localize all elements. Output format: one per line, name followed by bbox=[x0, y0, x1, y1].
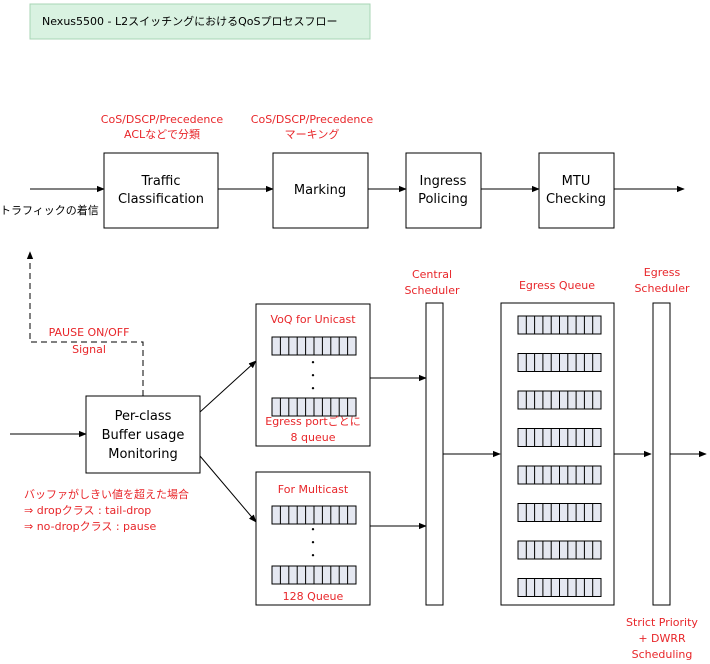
arrow-monitor-multicast bbox=[199, 455, 257, 523]
classification-note-1: CoS/DSCP/Precedence bbox=[101, 113, 224, 126]
multicast-queue-bottom bbox=[271, 565, 357, 585]
unicast-dots-3: ・ bbox=[308, 382, 319, 395]
unicast-dots-1: ・ bbox=[308, 356, 319, 369]
pause-note-1: PAUSE ON/OFF bbox=[49, 326, 130, 339]
egress-queues bbox=[517, 315, 602, 597]
traffic-classification-box bbox=[103, 152, 219, 229]
buffer-note-2: ⇒ dropクラス : tail-drop bbox=[24, 504, 151, 517]
monitoring-box bbox=[85, 395, 201, 474]
marking-box bbox=[272, 152, 369, 229]
ingress-policing-box bbox=[405, 152, 482, 229]
strict-note-2: + DWRR bbox=[638, 632, 686, 645]
traffic-classification-line1: Traffic bbox=[140, 174, 180, 189]
title-banner bbox=[29, 3, 371, 40]
egress-scheduler-label-1: Egress bbox=[644, 266, 681, 279]
marking-label: Marking bbox=[294, 183, 346, 198]
ingress-policing-line2: Policing bbox=[418, 192, 468, 207]
monitoring-line1: Per-class bbox=[115, 409, 172, 424]
multicast-dots-2: ・ bbox=[308, 536, 319, 549]
egress-queue-box bbox=[500, 302, 615, 606]
unicast-queue-top bbox=[271, 336, 357, 356]
monitoring-line2: Buffer usage bbox=[102, 428, 185, 443]
input-label: トラフィックの着信 bbox=[0, 203, 99, 217]
multicast-dots-1: ・ bbox=[308, 523, 319, 536]
monitoring-line3: Monitoring bbox=[108, 447, 178, 462]
voq-multicast-title: For Multicast bbox=[278, 483, 349, 496]
voq-unicast-box bbox=[255, 303, 371, 447]
central-scheduler-label-1: Central bbox=[412, 268, 452, 281]
strict-note-1: Strict Priority bbox=[626, 616, 698, 629]
mtu-checking-line1: MTU bbox=[562, 174, 591, 189]
voq-note-2: 8 queue bbox=[291, 431, 336, 444]
central-scheduler-bar bbox=[425, 302, 444, 606]
multicast-queue-top bbox=[271, 505, 357, 525]
pause-signal-path bbox=[26, 251, 144, 396]
traffic-classification-line2: Classification bbox=[118, 192, 204, 207]
unicast-dots-2: ・ bbox=[308, 369, 319, 382]
buffer-note-1: バッファがしきい値を超えた場合 bbox=[24, 487, 189, 501]
voq-note-1: Egress portごとに bbox=[265, 414, 361, 428]
voq-unicast-title: VoQ for Unicast bbox=[270, 313, 356, 326]
marking-note-2: マーキング bbox=[285, 127, 340, 141]
multicast-dots-3: ・ bbox=[308, 549, 319, 562]
unicast-queue-bottom bbox=[271, 397, 357, 417]
egress-queue-title: Egress Queue bbox=[519, 279, 595, 292]
arrow-monitor-unicast bbox=[199, 360, 257, 413]
pause-note-2: Signal bbox=[72, 343, 106, 356]
mtu-checking-line2: Checking bbox=[546, 192, 606, 207]
classification-note-2: ACLなどで分類 bbox=[124, 128, 200, 141]
egress-scheduler-label-2: Scheduler bbox=[634, 282, 690, 295]
strict-note-3: Scheduling bbox=[632, 648, 693, 661]
ingress-policing-line1: Ingress bbox=[420, 174, 467, 189]
buffer-note-3: ⇒ no-dropクラス : pause bbox=[24, 520, 156, 533]
egress-scheduler-bar bbox=[652, 302, 671, 606]
central-scheduler-label-2: Scheduler bbox=[404, 284, 460, 297]
multicast-note: 128 Queue bbox=[283, 590, 344, 603]
page-title: Nexus5500 - L2スイッチングにおけるQoSプロセスフロー bbox=[42, 14, 337, 28]
mtu-checking-box bbox=[538, 152, 615, 229]
marking-note-1: CoS/DSCP/Precedence bbox=[251, 113, 374, 126]
